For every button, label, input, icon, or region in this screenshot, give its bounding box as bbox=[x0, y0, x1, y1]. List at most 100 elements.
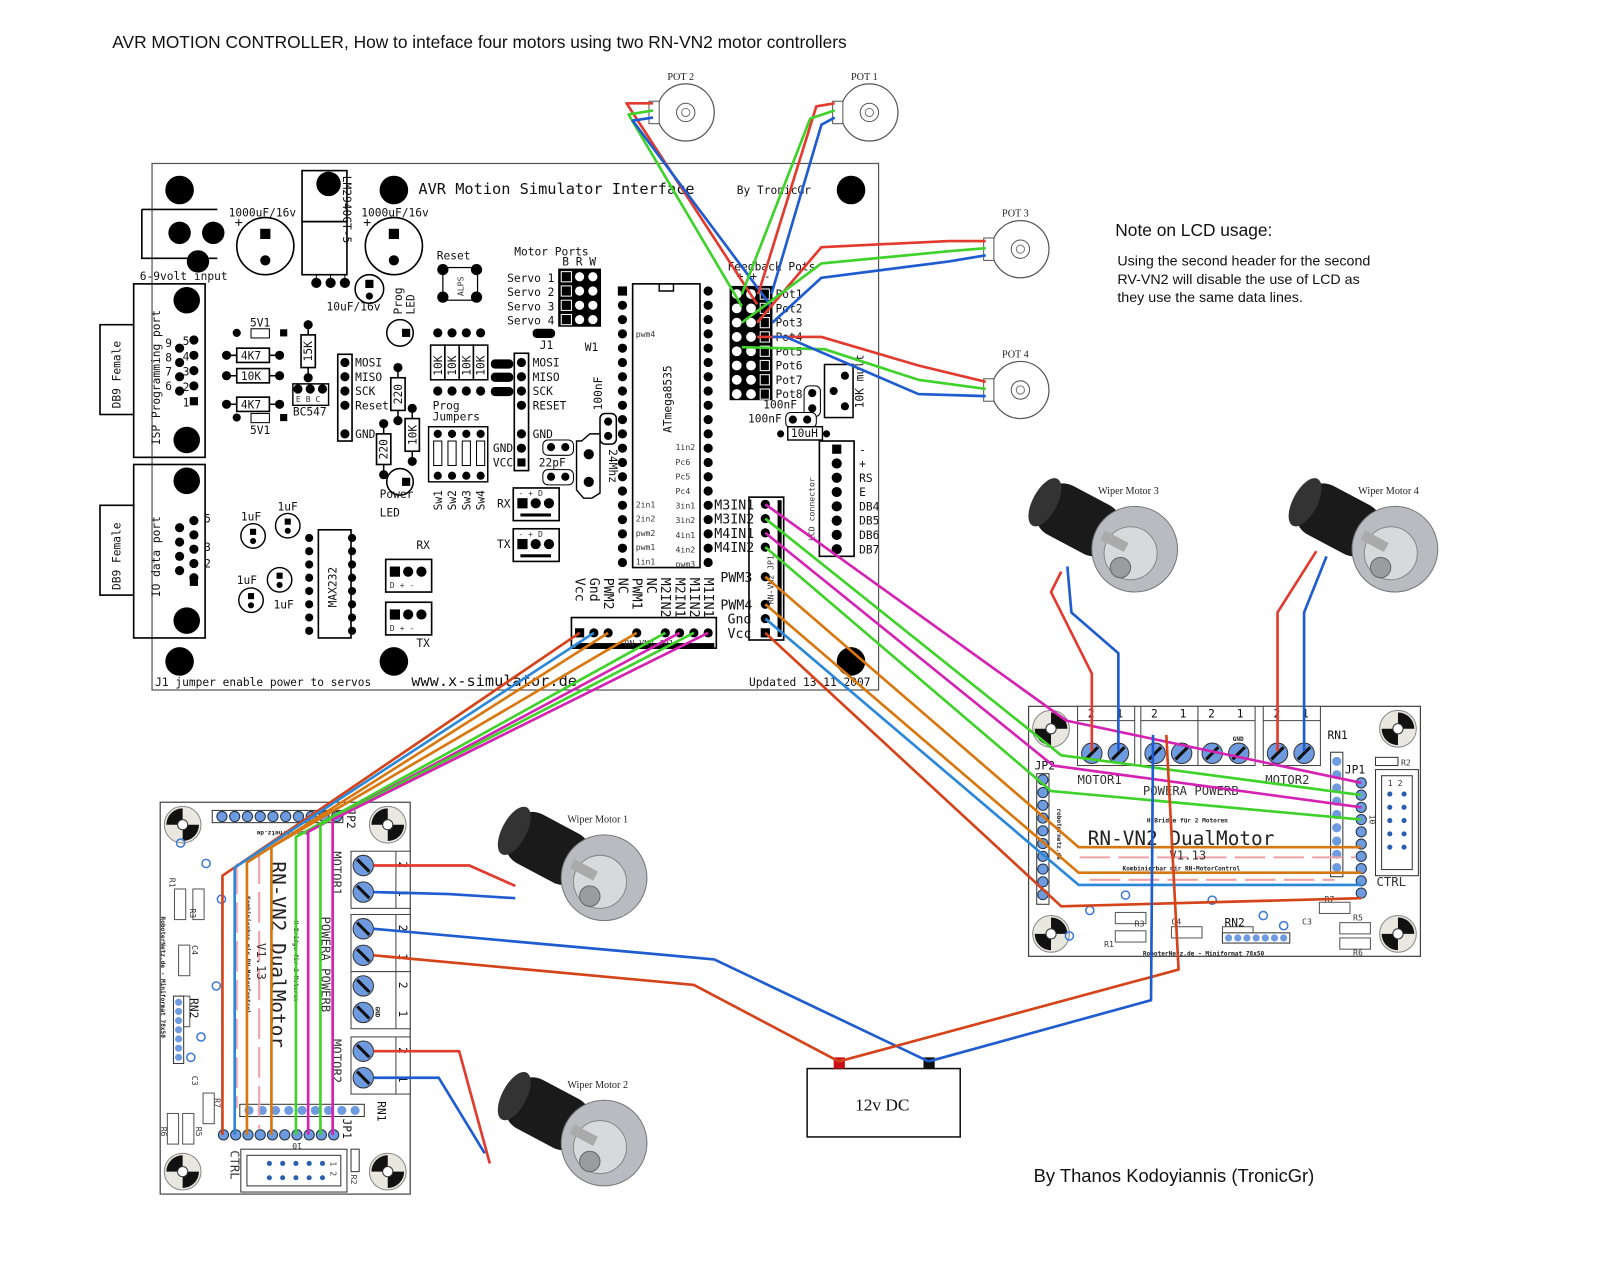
pad bbox=[403, 609, 414, 620]
square-pad bbox=[189, 397, 198, 406]
pot4-wire bbox=[741, 345, 986, 391]
pad bbox=[829, 386, 838, 396]
pad bbox=[247, 602, 255, 609]
lcd-note-line: RV-VN2 will disable the use of LCD as bbox=[1117, 272, 1359, 288]
regulator-label: LM2940CT-5 bbox=[340, 176, 353, 244]
gnd-label: GND bbox=[1233, 736, 1244, 743]
resistor-220-label: 220 bbox=[378, 439, 391, 460]
screw-slot bbox=[356, 858, 371, 873]
prog-led bbox=[385, 318, 415, 347]
pot2-wire bbox=[625, 101, 759, 306]
capacitor-1uf-label: 1uF bbox=[237, 574, 258, 587]
pad bbox=[433, 429, 442, 438]
control-wire bbox=[270, 631, 638, 1135]
mcu-pin bbox=[703, 315, 713, 325]
via bbox=[1064, 931, 1075, 941]
resistor-10k-label: 10K bbox=[406, 425, 419, 446]
capacitor-1uf bbox=[238, 587, 264, 614]
lcd-pin bbox=[831, 486, 842, 498]
lcd-note: Note on LCD usage: Using the second head… bbox=[1115, 220, 1370, 306]
screw-slot bbox=[356, 1005, 371, 1020]
jp2-pin bbox=[241, 810, 254, 823]
trimmer-10k bbox=[823, 363, 854, 419]
pot-label: POT 1 bbox=[851, 72, 878, 83]
screw-slot bbox=[356, 1070, 371, 1085]
isp-header-label: GND bbox=[533, 428, 554, 441]
ctrl-pin-label: 10 bbox=[292, 1141, 302, 1151]
power-led bbox=[385, 467, 415, 496]
feedback-pin bbox=[759, 374, 770, 386]
rn2-label: RN2 bbox=[1224, 917, 1244, 930]
part-label: C3 bbox=[1302, 917, 1312, 927]
inductor-label: 10uH bbox=[791, 427, 818, 440]
isp-pin-label: 5 bbox=[183, 335, 190, 348]
mcu-pin bbox=[617, 343, 628, 353]
crystal bbox=[575, 433, 601, 499]
mcu-pin bbox=[617, 457, 628, 468]
mcu-pin-label: Pc6 bbox=[676, 457, 691, 467]
mcu-pin-label: pwm2 bbox=[636, 528, 656, 538]
feedback-pin bbox=[759, 388, 770, 400]
capacitor-100nf-label: 100nF bbox=[763, 398, 797, 411]
pad bbox=[284, 527, 291, 534]
terminal-pin-label: 1 bbox=[1180, 708, 1187, 721]
power-wire bbox=[373, 927, 930, 1063]
motor1-wire bbox=[373, 890, 516, 900]
part-label: R2 bbox=[1401, 758, 1411, 768]
screw-slot bbox=[356, 948, 371, 963]
dip-switch-lever bbox=[433, 440, 443, 467]
resistor-lead-pad bbox=[221, 350, 232, 360]
pad bbox=[808, 388, 817, 398]
pad bbox=[543, 538, 555, 550]
via bbox=[1120, 890, 1131, 900]
lcd-pin-label: DB6 bbox=[859, 529, 880, 542]
motor-header-label: M3IN1 bbox=[714, 498, 754, 513]
resistor-15k-label: 15K bbox=[302, 341, 315, 362]
pad bbox=[347, 586, 357, 596]
isp-header-pin bbox=[516, 400, 527, 410]
rn1-pin bbox=[1332, 836, 1342, 846]
mounting-hole-mark bbox=[1381, 917, 1415, 951]
rn2-pin bbox=[1270, 934, 1279, 942]
terminal-pin-label: 2 bbox=[396, 925, 409, 932]
square-pad bbox=[388, 228, 399, 239]
zener-diode bbox=[250, 412, 270, 424]
smd-resistor bbox=[1318, 901, 1351, 914]
plus-sign: + bbox=[235, 216, 243, 231]
control-wire bbox=[764, 603, 1362, 874]
jp2-text: roboternetz.de bbox=[1055, 808, 1062, 860]
feedback-pin bbox=[731, 360, 742, 371]
ctrl-column-labels: 1 2 bbox=[1388, 778, 1403, 788]
resistor-lead-pad bbox=[379, 470, 389, 480]
smd-resistor bbox=[1339, 937, 1371, 950]
resistor-220 bbox=[375, 433, 392, 466]
motor-header-label: Vcc bbox=[572, 578, 587, 602]
tx2-label: TX bbox=[416, 637, 430, 650]
lcd-pin bbox=[831, 501, 842, 512]
dip-switch-label: Sw1 bbox=[432, 490, 445, 510]
isp-pin bbox=[175, 386, 185, 396]
mounting-hole bbox=[173, 426, 200, 454]
plus-sign: + bbox=[363, 216, 371, 231]
resistor-10k bbox=[235, 367, 271, 384]
mounting-hole-center bbox=[177, 1166, 189, 1178]
jp1-label: JP1 bbox=[1345, 764, 1365, 777]
capacitor-label: 1000uF/16v bbox=[361, 207, 429, 220]
rn2-pin bbox=[175, 1044, 183, 1052]
mcu-pin bbox=[617, 372, 628, 382]
psu-label: 12v DC bbox=[855, 1095, 909, 1114]
potentiometer: POT 4 bbox=[983, 349, 1050, 420]
control-wire bbox=[764, 517, 1362, 797]
resistor-lead-pad bbox=[407, 456, 417, 467]
pad bbox=[388, 255, 399, 266]
motor-ports-columns: B R W bbox=[562, 256, 596, 269]
motor-label: Wiper Motor 1 bbox=[567, 815, 628, 826]
control-wire bbox=[245, 631, 609, 1135]
mcu-pin bbox=[617, 443, 628, 453]
board-footer: RoboterNetz.de - Miniformat 78x50 bbox=[1143, 949, 1265, 957]
output-shaft bbox=[579, 1150, 601, 1173]
pad bbox=[232, 413, 241, 422]
ctrl-pin bbox=[306, 1175, 312, 1181]
mcu-pin bbox=[703, 429, 713, 439]
